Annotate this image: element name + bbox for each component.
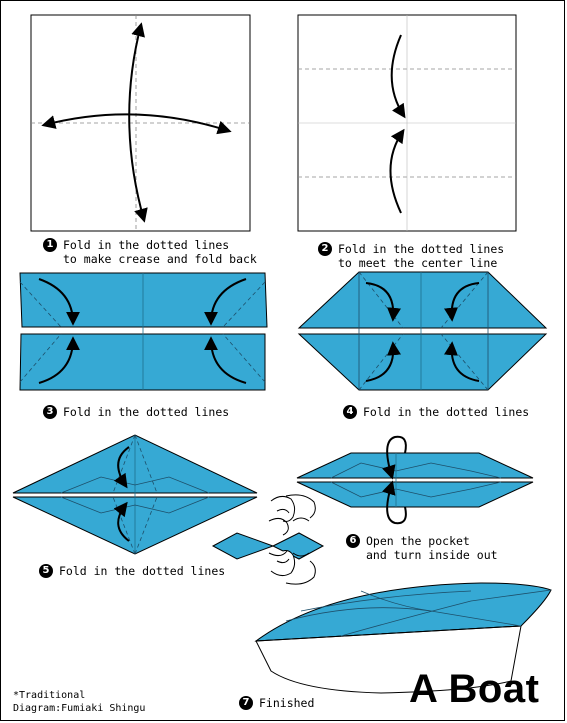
- step5-shape: [12, 434, 258, 555]
- step5-line1: Fold in the dotted lines: [59, 564, 226, 578]
- step3-shape: [19, 272, 268, 391]
- hands-illustration: [211, 494, 325, 585]
- step3-number: 3: [43, 405, 57, 419]
- page-title: A Boat: [409, 667, 540, 711]
- top-fold-arrow: [390, 34, 406, 119]
- step4-number: 4: [343, 405, 357, 419]
- step6-caption: 6 Open the pocket and turn inside out: [346, 534, 498, 562]
- step7-line1: Finished: [259, 696, 315, 710]
- step4-line1: Fold in the dotted lines: [363, 405, 530, 419]
- finished-boat: [254, 582, 552, 694]
- step1-line2: to make crease and fold back: [63, 252, 257, 266]
- credit-traditional: *Traditional: [13, 690, 86, 701]
- step6-number: 6: [346, 534, 360, 548]
- step4-shape: [297, 271, 548, 391]
- step6-shape: [296, 435, 534, 525]
- credits: *Traditional Diagram:Fumiaki Shingu: [13, 689, 145, 715]
- step7-caption: 7 Finished: [239, 696, 314, 710]
- step2-number: 2: [318, 242, 332, 256]
- step6-line2: and turn inside out: [366, 548, 498, 562]
- credit-diagram-author: Diagram:Fumiaki Shingu: [13, 703, 146, 714]
- step5-number: 5: [39, 564, 53, 578]
- step2-caption: 2 Fold in the dotted lines to meet the c…: [318, 242, 504, 270]
- step4-caption: 4 Fold in the dotted lines: [343, 405, 529, 419]
- step2-square: [297, 14, 517, 232]
- step3-line1: Fold in the dotted lines: [63, 405, 230, 419]
- step1-number: 1: [43, 238, 57, 252]
- bottom-fold-arrow: [389, 128, 405, 214]
- step6-line1: Open the pocket: [366, 534, 470, 548]
- step1-square: [30, 14, 251, 232]
- horizontal-fold-arrow: [41, 113, 232, 135]
- step2-line2: to meet the center line: [338, 256, 498, 270]
- step2-line1: Fold in the dotted lines: [338, 242, 505, 256]
- step5-caption: 5 Fold in the dotted lines: [39, 564, 225, 578]
- step1-caption: 1 Fold in the dotted lines to make creas…: [43, 238, 257, 266]
- step7-number: 7: [239, 696, 253, 710]
- step1-line1: Fold in the dotted lines: [63, 238, 230, 252]
- step3-caption: 3 Fold in the dotted lines: [43, 405, 229, 419]
